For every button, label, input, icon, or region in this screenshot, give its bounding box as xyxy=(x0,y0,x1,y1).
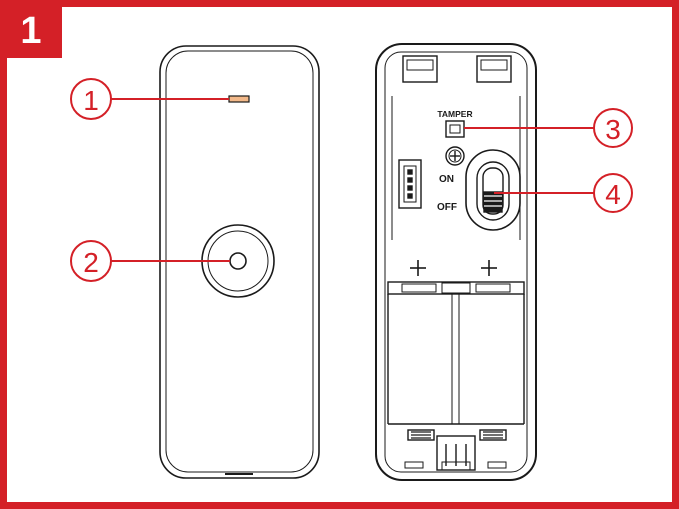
top-clip-left-inner xyxy=(406,59,434,71)
tamper-label: TAMPER xyxy=(437,109,472,119)
power-switch-housing xyxy=(465,149,521,231)
callout-1: 1 xyxy=(70,78,229,120)
back-housing-inner xyxy=(384,51,528,473)
off-label: OFF xyxy=(437,202,457,213)
bottom-foot-left xyxy=(404,461,424,469)
callout-3-number: 3 xyxy=(605,114,621,145)
callout-1-circle xyxy=(70,78,112,120)
pin-connector-inner xyxy=(403,165,417,203)
figure-number: 1 xyxy=(20,10,41,52)
pin-1 xyxy=(407,169,413,175)
callout-3: 3 xyxy=(464,108,633,148)
callout-3-circle xyxy=(593,108,633,148)
callout-2: 2 xyxy=(70,240,230,282)
figure-number-badge xyxy=(0,0,62,58)
top-clip-left xyxy=(402,55,438,83)
callout-2-number: 2 xyxy=(83,247,99,278)
callout-4: 4 xyxy=(494,173,633,213)
battery-top-contact-left xyxy=(401,283,437,293)
on-label: ON xyxy=(439,174,454,185)
top-clip-right-inner xyxy=(480,59,508,71)
device-back-view xyxy=(375,43,537,481)
tamper-switch xyxy=(445,120,465,138)
battery-top-contact-bar xyxy=(387,281,525,295)
power-switch xyxy=(482,167,504,215)
spring-contact-right xyxy=(479,429,507,441)
pin-connector xyxy=(398,159,422,209)
callout-2-circle xyxy=(70,240,112,282)
back-housing-outer xyxy=(375,43,537,481)
battery-top-contact-right xyxy=(475,283,511,293)
power-switch-track xyxy=(476,161,510,221)
pin-3 xyxy=(407,185,413,191)
bottom-foot-right xyxy=(487,461,507,469)
callout-4-number: 4 xyxy=(605,179,621,210)
pin-2 xyxy=(407,177,413,183)
tamper-switch-plunger xyxy=(449,124,461,134)
callout-1-number: 1 xyxy=(83,85,99,116)
battery-top-contact-center xyxy=(441,282,471,294)
latch-tab xyxy=(441,461,471,471)
power-switch-knob xyxy=(483,191,503,213)
spring-contact-left xyxy=(407,429,435,441)
led-indicator xyxy=(228,95,250,103)
top-clip-right xyxy=(476,55,512,83)
pin-4 xyxy=(407,193,413,199)
lens-button xyxy=(229,252,247,270)
screw-ring xyxy=(448,149,462,163)
callout-4-circle xyxy=(593,173,633,213)
screw-head xyxy=(445,146,465,166)
